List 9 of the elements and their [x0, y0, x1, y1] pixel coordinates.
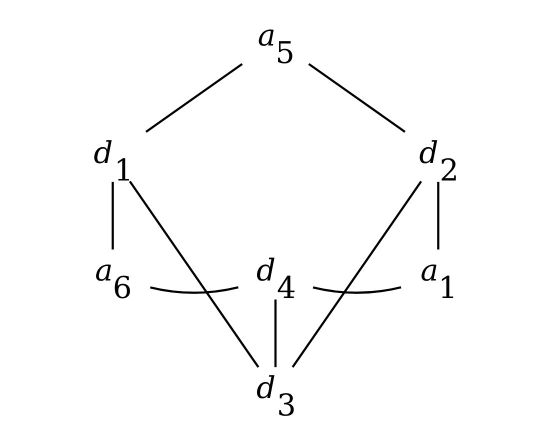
- connector: [144, 62, 242, 132]
- connector: [274, 298, 276, 367]
- connector: [150, 286, 238, 294]
- connector: [308, 62, 406, 132]
- connector: [291, 180, 422, 368]
- connector: [436, 181, 439, 250]
- connector: [128, 180, 259, 368]
- connector: [312, 286, 401, 294]
- connector: [111, 181, 114, 250]
